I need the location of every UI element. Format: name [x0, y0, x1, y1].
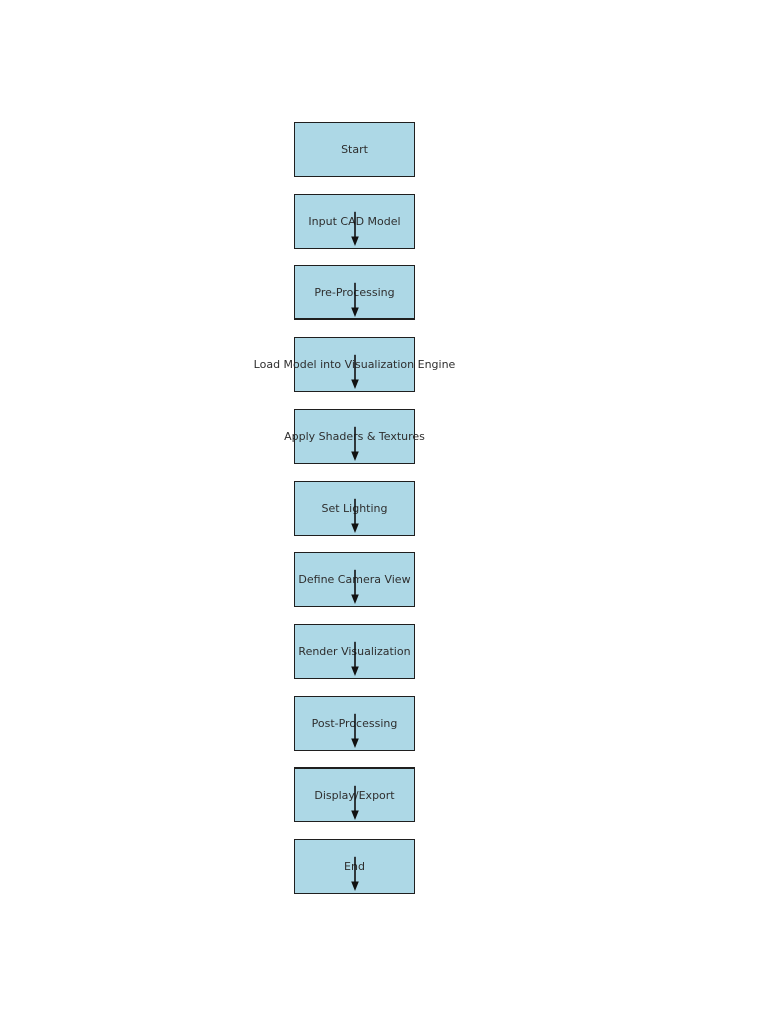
flow-node-label: Input CAD Model	[308, 214, 401, 228]
flow-node: Start	[294, 122, 415, 177]
flow-node: Render Visualization	[294, 623, 415, 679]
flow-node-label: Pre-Processing	[314, 285, 395, 299]
flow-node: Apply Shaders & Textures	[284, 408, 425, 464]
flow-node-label: Apply Shaders & Textures	[284, 429, 425, 443]
flow-node-label: Render Visualization	[298, 644, 411, 658]
flow-node: Post-Processing	[294, 695, 415, 751]
flow-node-label: Define Camera View	[298, 573, 411, 587]
flow-node: Input CAD Model	[294, 193, 415, 249]
flow-node: Display/Export	[294, 767, 415, 823]
flow-node-label: Display/Export	[314, 788, 395, 802]
flow-node-label: End	[344, 860, 365, 873]
flow-node: Pre-Processing	[294, 265, 415, 321]
flow-node: Define Camera View	[294, 552, 415, 608]
flow-node-label: Start	[341, 143, 368, 156]
flow-node: End	[294, 839, 415, 894]
flow-node-label: Post-Processing	[311, 716, 398, 730]
flow-node: Load Model into Visualization Engine	[254, 337, 455, 393]
flow-node: Set Lighting	[294, 480, 415, 536]
flow-node-label: Load Model into Visualization Engine	[253, 358, 456, 372]
flow-node-label: Set Lighting	[321, 501, 388, 515]
